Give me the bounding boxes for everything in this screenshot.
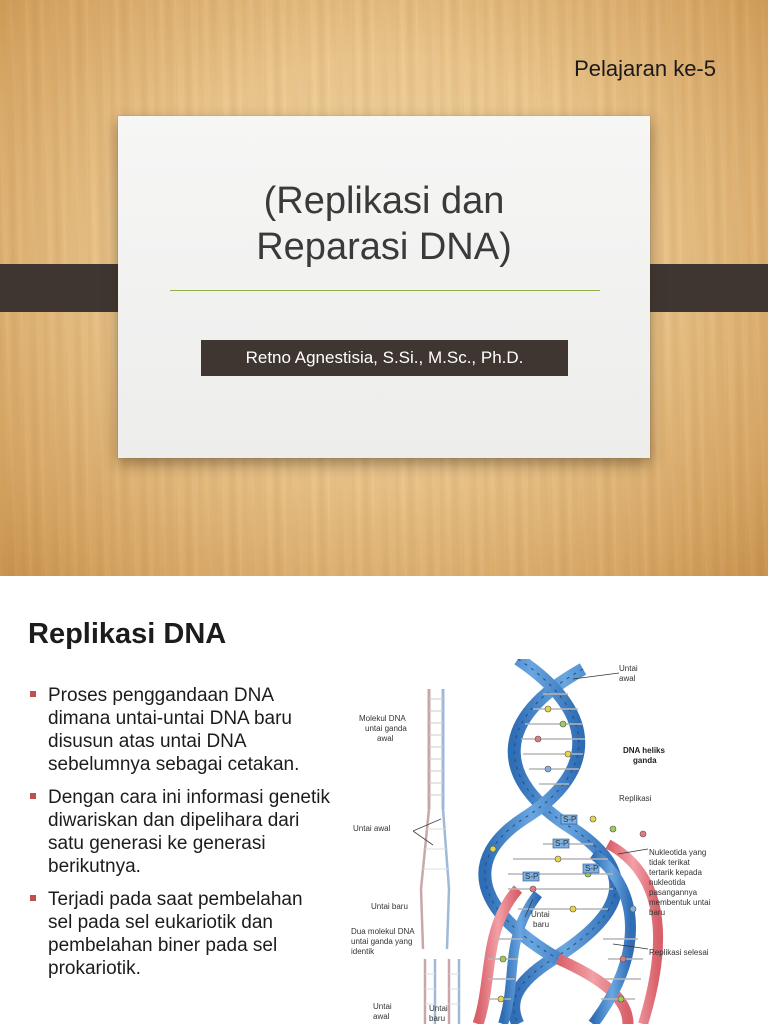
bullet-marker: [30, 691, 36, 697]
sp-label: S-P: [563, 815, 576, 824]
label-bottom-untai-baru: baru: [429, 1014, 445, 1023]
label-untai-awal-mid: Untai awal: [353, 824, 391, 833]
label-untai-baru-mid: baru: [533, 920, 549, 929]
bullet-item: Proses penggandaan DNA dimana untai-unta…: [30, 684, 330, 776]
label-nukleotida: tertarik kepada: [649, 868, 702, 877]
label-dna-heliks: DNA heliks: [623, 746, 665, 755]
label-bottom-untai-awal: awal: [373, 1012, 390, 1021]
label-nukleotida: nukleotida: [649, 878, 686, 887]
label-untai-awal: awal: [619, 674, 636, 683]
bullet-marker: [30, 895, 36, 901]
bullet-list: Proses penggandaan DNA dimana untai-unta…: [30, 684, 330, 990]
sp-label: S-P: [585, 864, 598, 873]
author-name: Retno Agnestisia, S.Si., M.Sc., Ph.D.: [201, 340, 568, 376]
sp-label: S-P: [525, 872, 538, 881]
sp-labels: S-P S-P S-P S-P: [522, 814, 600, 882]
bullet-item: Terjadi pada saat pembelahan sel pada se…: [30, 888, 330, 980]
label-untai-awal: Untai: [619, 664, 638, 673]
slide-heading: Replikasi DNA: [28, 618, 227, 650]
bullet-marker: [30, 793, 36, 799]
label-replikasi: Replikasi: [619, 794, 652, 803]
figure-labels: Molekul DNA untai ganda awal Untai awal …: [351, 664, 711, 1023]
slide-title: (Replikasi dan Reparasi DNA): [256, 180, 512, 268]
label-dua-molekul: untai ganda yang: [351, 937, 412, 946]
left-strap: [0, 264, 130, 312]
label-untai-baru: Untai baru: [371, 902, 408, 911]
bullet-text: Terjadi pada saat pembelahan sel pada se…: [48, 889, 303, 979]
label-bottom-untai-baru: Untai: [429, 1004, 448, 1013]
label-nukleotida: membentuk untai: [649, 898, 711, 907]
small-dna-ladder: [412, 689, 461, 1024]
label-nukleotida: baru: [649, 908, 665, 917]
dna-diagram: S-P S-P S-P S-P Molekul DN: [351, 659, 711, 1024]
label-untai-baru-mid: Untai: [531, 910, 550, 919]
label-nukleotida: pasangannya: [649, 888, 698, 897]
label-nukleotida: tidak terikat: [649, 858, 691, 867]
content-slide: Replikasi DNA Proses penggandaan DNA dim…: [0, 576, 768, 1024]
bullet-text: Proses penggandaan DNA dimana untai-unta…: [48, 685, 300, 775]
lesson-label: Pelajaran ke-5: [574, 56, 716, 81]
label-nukleotida: Nukleotida yang: [649, 848, 706, 857]
bullet-text: Dengan cara ini informasi genetik diwari…: [48, 787, 330, 877]
sp-label: S-P: [555, 839, 568, 848]
label-bottom-untai-awal: Untai: [373, 1002, 392, 1011]
right-strap: [636, 264, 768, 312]
label-dua-molekul: identik: [351, 947, 375, 956]
label-replikasi-selesai: Replikasi selesai: [649, 948, 709, 957]
title-divider: [170, 290, 600, 291]
label-dua-molekul: Dua molekul DNA: [351, 927, 415, 936]
label-molekul: untai ganda: [365, 724, 407, 733]
bullet-item: Dengan cara ini informasi genetik diwari…: [30, 786, 330, 878]
title-slide: Pelajaran ke-5 (Replikasi dan Reparasi D…: [0, 0, 768, 576]
label-dna-heliks: ganda: [633, 756, 657, 765]
title-card: (Replikasi dan Reparasi DNA) Retno Agnes…: [118, 116, 650, 458]
dna-helix: S-P S-P S-P S-P: [472, 659, 664, 1024]
label-molekul: Molekul DNA: [359, 714, 406, 723]
dna-replication-figure: S-P S-P S-P S-P Molekul DN: [343, 659, 724, 1024]
label-molekul: awal: [377, 734, 394, 743]
